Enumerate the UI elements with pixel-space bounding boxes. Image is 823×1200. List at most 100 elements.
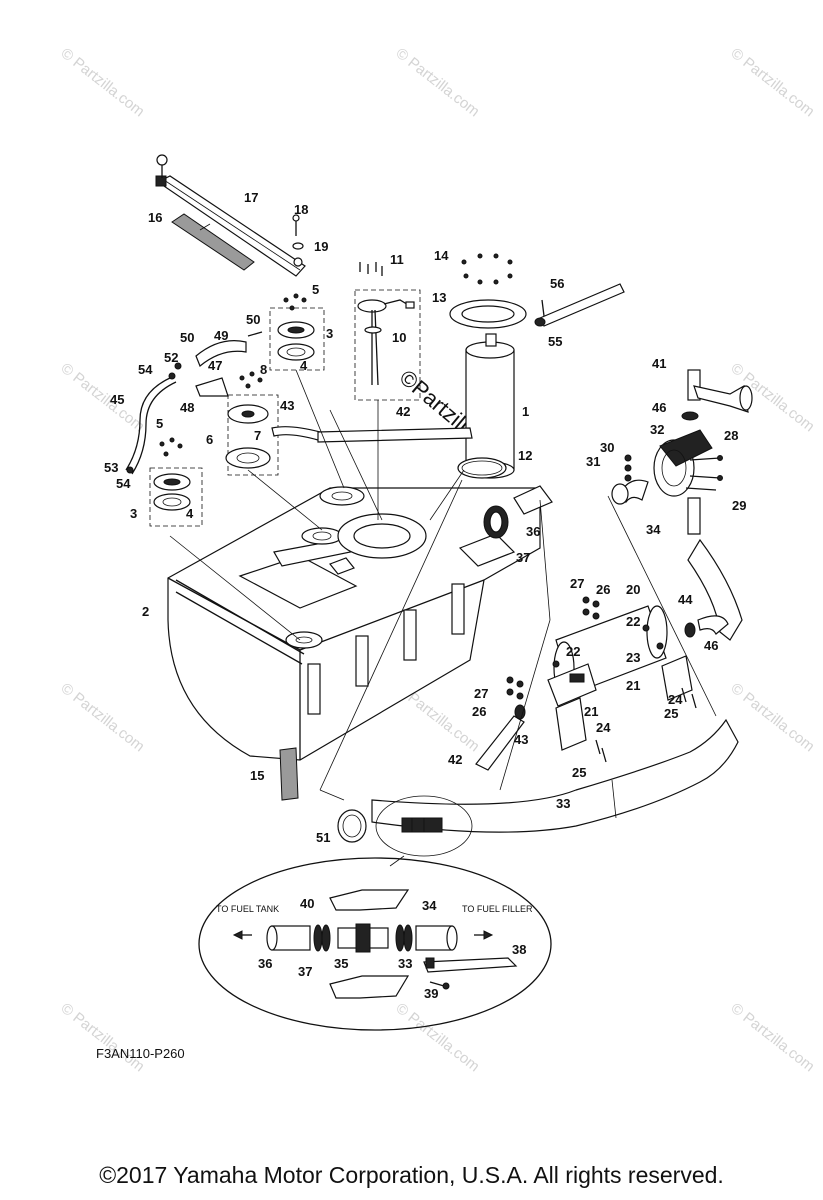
callout-label: 17 [244, 190, 258, 205]
callout-label: 33 [556, 796, 570, 811]
part-tube-right [687, 497, 743, 641]
callout-label: 50 [180, 330, 194, 345]
callout-label: 37 [298, 964, 312, 979]
part-canister-20 [547, 605, 668, 707]
part-cap-41 [687, 369, 753, 413]
callout-label: 47 [208, 358, 222, 373]
part-hose-45 [125, 377, 177, 475]
to-fuel-filler-note: TO FUEL FILLER [462, 904, 533, 914]
part-bracket-47 [195, 377, 229, 397]
callout-label: 44 [678, 592, 693, 607]
sender-unit-frame [354, 289, 421, 401]
watermark: © Partzilla.com [58, 360, 148, 436]
part-screws-24-25 [595, 687, 697, 763]
callout-label: 22 [626, 614, 640, 629]
part-gasket-13 [449, 299, 527, 329]
callout-label: 30 [600, 440, 614, 455]
callout-label: 20 [626, 582, 640, 597]
callout-label: 50 [246, 312, 260, 327]
leader-lines [169, 369, 717, 867]
callout-label: 27 [474, 686, 488, 701]
callout-label: 14 [434, 248, 449, 263]
watermark: © Partzilla.com [58, 45, 148, 121]
part-screws-14 [461, 253, 513, 285]
part-hose-43 [271, 426, 321, 441]
callout-label: 35 [334, 956, 348, 971]
callout-label: 4 [186, 506, 194, 521]
callout-label: 16 [148, 210, 162, 225]
callout-label: 24 [668, 692, 683, 707]
part-fuel-tank-2 [167, 486, 541, 761]
callout-label: 18 [294, 202, 308, 217]
part-bracket-21 [555, 655, 693, 751]
part-ring-12 [457, 457, 507, 479]
callout-label: 23 [626, 650, 640, 665]
part-flange-3-lower [149, 467, 203, 527]
callout-label: 45 [110, 392, 124, 407]
diagram-code: F3AN110-P260 [96, 1046, 185, 1061]
callout-label: 6 [206, 432, 213, 447]
part-fittings-22-23 [552, 624, 664, 668]
callout-label: 2 [142, 604, 149, 619]
callout-label: 5 [156, 416, 163, 431]
part-hose-42-top [317, 427, 473, 443]
part-clip-55 [534, 317, 546, 327]
callout-label: 15 [250, 768, 264, 783]
callout-label: 37 [516, 550, 530, 565]
callout-label: 31 [586, 454, 600, 469]
part-bracket-17 [155, 154, 306, 277]
watermark: © Partzilla.com [728, 1000, 818, 1076]
watermark: © Partzilla.com [58, 1000, 148, 1076]
callout-label: 34 [422, 898, 437, 913]
part-flange-3-upper [269, 307, 325, 371]
part-hose-34-top [611, 479, 649, 505]
callout-label: 27 [570, 576, 584, 591]
callout-label: 40 [300, 896, 314, 911]
part-joint-inline [401, 817, 443, 833]
part-hose-33 [371, 718, 739, 833]
callout-label: 36 [526, 524, 540, 539]
part-fuel-pump-1 [465, 333, 515, 479]
callout-label: 55 [548, 334, 562, 349]
part-pad-16 [171, 213, 255, 271]
inset-detail: TO FUEL TANK TO FUEL FILLER [198, 857, 552, 1031]
callout-label: 49 [214, 328, 228, 343]
callout-label: 54 [138, 362, 153, 377]
callout-label: 12 [518, 448, 532, 463]
callout-label: 42 [396, 404, 410, 419]
part-screws-5-lower [159, 437, 183, 457]
callout-label: 10 [392, 330, 406, 345]
callout-label: 26 [596, 582, 610, 597]
callout-labels: 17 16 18 19 11 14 56 5 3 4 13 10 55 50 4… [104, 190, 746, 1001]
callout-label: 56 [550, 276, 564, 291]
part-flange-6-7 [225, 394, 279, 476]
callout-label: 48 [180, 400, 194, 415]
to-fuel-tank-note: TO FUEL TANK [216, 904, 279, 914]
part-screws-8 [239, 371, 263, 389]
callout-label: 21 [584, 704, 598, 719]
callout-label: 21 [626, 678, 640, 693]
part-bolt-18 [292, 214, 300, 236]
callout-label: 36 [258, 956, 272, 971]
copyright-notice: ©2017 Yamaha Motor Corporation, U.S.A. A… [99, 1162, 724, 1188]
callout-label: 46 [652, 400, 666, 415]
callout-label: 51 [316, 830, 330, 845]
part-washer-19 [292, 242, 304, 250]
callout-label: 25 [572, 765, 586, 780]
callout-label: 32 [650, 422, 664, 437]
callout-label: 46 [704, 638, 718, 653]
callout-label: 13 [432, 290, 446, 305]
callout-label: 33 [398, 956, 412, 971]
callout-label: 34 [646, 522, 661, 537]
watermark: © Partzilla.com [58, 680, 148, 756]
part-clamp-37 [483, 505, 509, 539]
part-screws-28-29 [685, 455, 723, 491]
watermark: © Partzilla.com [728, 45, 818, 121]
callout-label: 3 [130, 506, 137, 521]
callout-label: 11 [390, 252, 404, 267]
watermark: © Partzilla.com [393, 45, 483, 121]
part-pad-15 [279, 747, 299, 801]
callout-label: 8 [260, 362, 267, 377]
callout-label: 1 [522, 404, 529, 419]
part-nuts-26-27 [506, 596, 600, 700]
